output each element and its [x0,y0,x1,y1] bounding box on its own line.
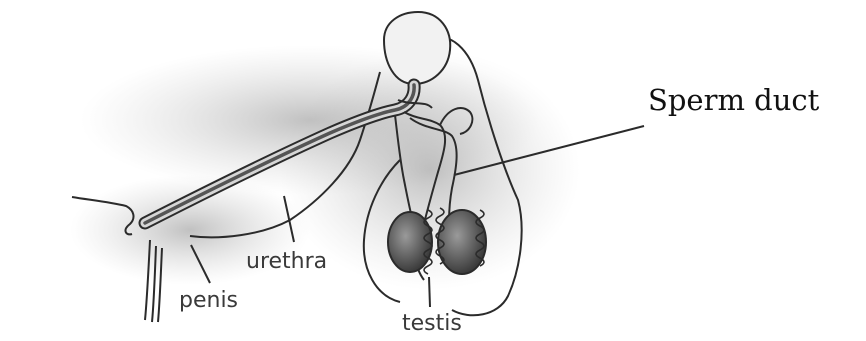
sperm-duct-label: Sperm duct [648,83,820,117]
testis-label: testis [402,311,462,336]
testis-left [388,212,432,272]
urethra-label: urethra [246,249,327,274]
testis-leader [429,277,430,307]
penis-label: penis [179,288,238,313]
bladder [384,12,450,84]
